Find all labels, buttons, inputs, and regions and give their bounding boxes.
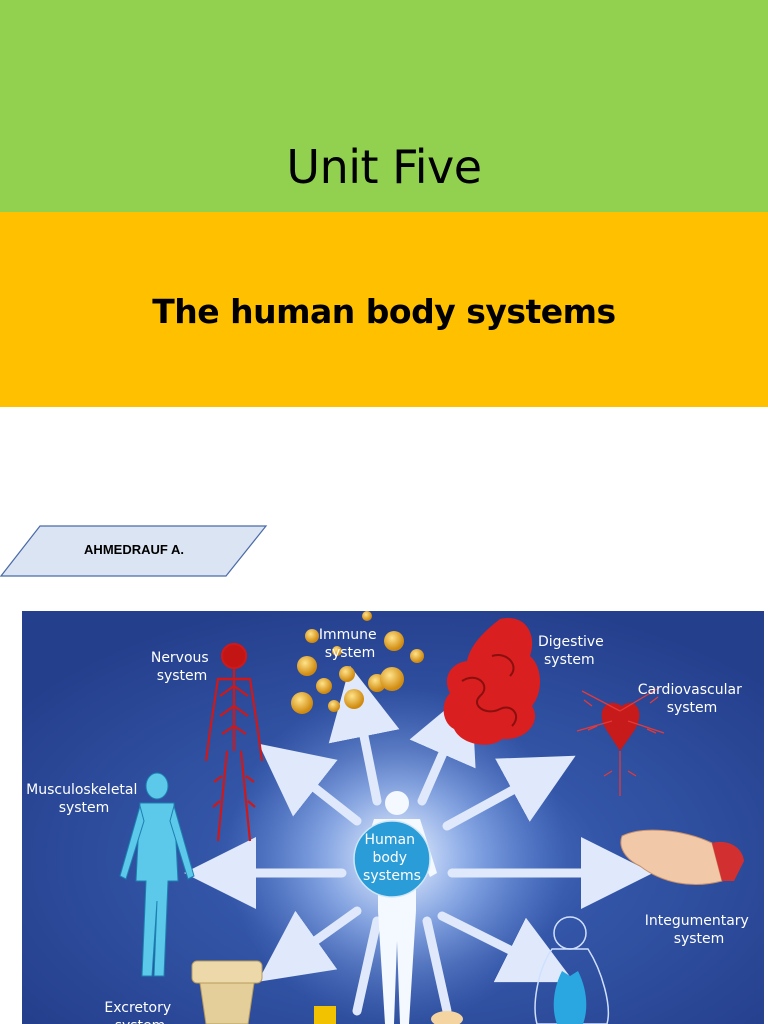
hub-label: Human body systems: [363, 832, 421, 884]
label-cardiovascular: Cardiovascular system: [638, 682, 747, 716]
slide-subtitle: The human body systems: [152, 292, 616, 331]
arrow-immune: [328, 665, 400, 806]
arrow-respiratory: [437, 911, 575, 983]
arrow-cardiovascular: [442, 755, 576, 831]
partial-endocrine-icon: [314, 1006, 336, 1024]
author-box: AHMEDRAUF A.: [0, 525, 268, 577]
arrow-nervous: [258, 743, 362, 826]
label-digestive: Digestive system: [538, 634, 608, 668]
human-body-systems-figure: Human body systems Nervous system Immune: [22, 611, 764, 1024]
author-parallelogram: [0, 525, 268, 577]
arrow-excretory: [257, 906, 362, 982]
nervous-system-icon: [204, 642, 264, 842]
label-immune: Immune system: [319, 627, 381, 661]
hub-line-1: Human: [365, 832, 416, 848]
hub-line-2: body: [372, 850, 407, 866]
title-band: [0, 0, 768, 212]
respiratory-system-icon: [534, 916, 610, 1024]
integumentary-system-icon: [620, 829, 744, 886]
label-integumentary: Integumentary system: [645, 913, 754, 947]
subtitle-band: [0, 212, 768, 407]
slide-title: Unit Five: [286, 140, 482, 194]
arrow-lower-right: [422, 916, 452, 1016]
cardiovascular-system-icon: [576, 688, 665, 796]
musculoskeletal-system-icon: [119, 772, 195, 977]
human-silhouette-icon: [357, 791, 437, 1024]
arrow-lower-left: [352, 916, 382, 1016]
excretory-system-icon: [191, 960, 263, 1024]
label-excretory: Excretory system: [104, 1000, 175, 1024]
arrow-digestive: [409, 688, 476, 806]
hub-line-3: systems: [363, 868, 421, 884]
arrows: [184, 665, 653, 1016]
label-nervous: Nervous system: [151, 650, 213, 684]
label-musculoskeletal: Musculoskeletal system: [26, 782, 142, 816]
hub-circle: [353, 820, 431, 898]
partial-reproductive-icon: [431, 1011, 463, 1024]
author-name: AHMEDRAUF A.: [84, 542, 184, 557]
immune-system-icon: [291, 611, 424, 714]
digestive-system-icon: [443, 618, 541, 745]
